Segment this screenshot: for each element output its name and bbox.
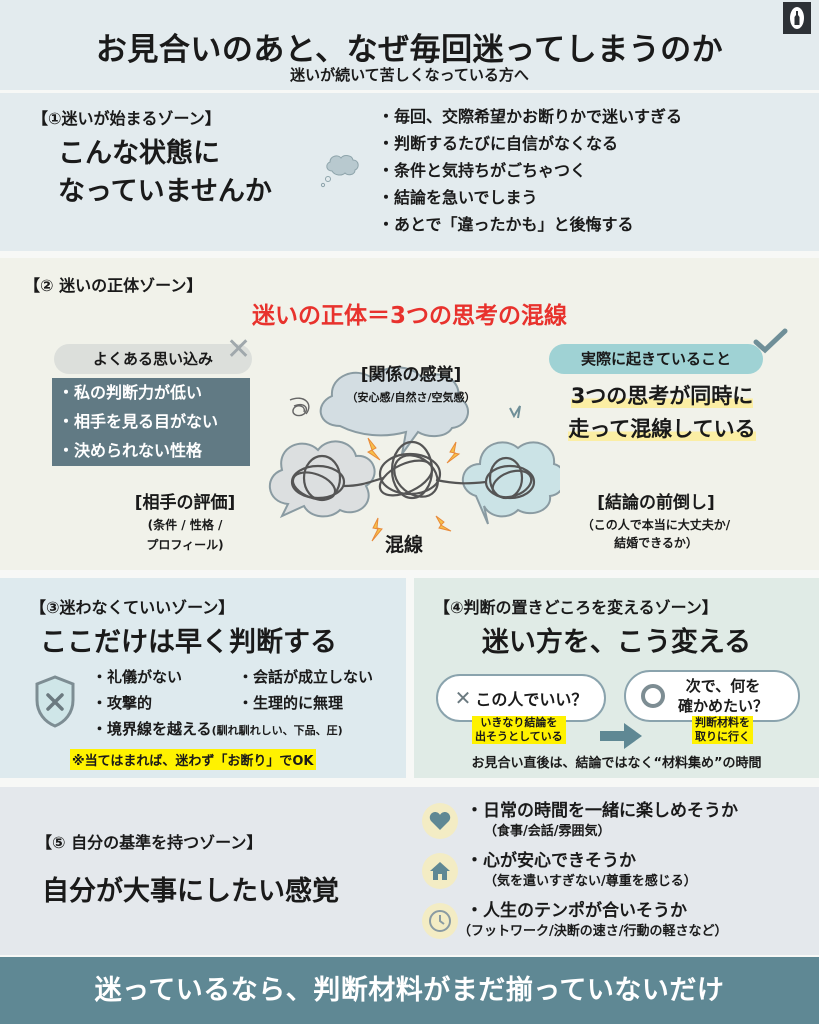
- zone-4-label: 【④判断の置きどころを変えるゾーン】: [434, 598, 718, 617]
- zone-2-label: 【② 迷いの正体ゾーン】: [24, 276, 203, 295]
- before-note-line-1: いきなり結論を: [480, 716, 558, 729]
- criteria-sub: （フットワーク/決断の速さ/行動の軽さなど）: [458, 924, 728, 939]
- list-item: ・心が安心できそうか （気を遣いすぎない/尊重を感じる）: [422, 849, 738, 899]
- after-question-line-2: 確かめたい？: [678, 697, 769, 715]
- headline-line-1: こんな状態に: [58, 138, 220, 169]
- before-question-text: この人でいい？: [475, 690, 588, 709]
- page-title: お見合いのあと、なぜ毎回迷ってしまうのか: [95, 32, 724, 68]
- x-mark-icon: ✕: [226, 332, 252, 367]
- page-subtitle: 迷いが続いて苦しくなっている方へ: [290, 66, 529, 84]
- shield-x-icon: [35, 675, 75, 728]
- list-item: ・条件と気持ちがごちゃつく: [378, 161, 587, 180]
- list-item: ・結論を急いでしまう: [378, 188, 538, 207]
- personal-criteria-list: ・日常の時間を一緒に楽しめそうか （食事/会話/雰囲気） ・心が安心できそうか …: [422, 799, 738, 949]
- x-mark-icon: ✕: [454, 686, 472, 710]
- crossed-wires-label: 混線: [385, 534, 424, 556]
- zone-1-label: 【①迷いが始まるゾーン】: [32, 109, 221, 128]
- home-icon: [422, 853, 458, 889]
- after-note: 判断材料を 取りに行く: [692, 716, 753, 744]
- list-item: ・礼儀がない: [92, 668, 183, 686]
- list-item: ・決められない性格: [58, 441, 203, 460]
- circle-icon: [641, 684, 665, 708]
- criteria-sub: （食事/会話/雰囲気）: [484, 824, 611, 839]
- criteria-title: ・心が安心できそうか: [466, 851, 636, 871]
- before-note: いきなり結論を 出そうとしている: [472, 716, 566, 744]
- list-item: ・あとで「違ったかも」と後悔する: [378, 215, 634, 234]
- zone-1-headline: こんな状態に なっていませんか: [58, 135, 272, 211]
- check-mark-icon: [753, 328, 788, 354]
- list-item: ・攻撃的: [92, 694, 153, 712]
- conclusion-title: [結論の前倒し]: [597, 493, 715, 513]
- before-question-pill: ✕ この人でいい？: [436, 674, 606, 722]
- thought-cloud-icon: [320, 155, 359, 188]
- zone-5-headline: 自分が大事にしたい感覚: [42, 876, 339, 907]
- partner-sub-1: (条件 / 性格 /: [147, 518, 223, 532]
- reality-pill: 実際に起きていること: [549, 344, 763, 374]
- partner-sub-2: プロフィール): [146, 538, 224, 552]
- partner-evaluation-label: [相手の評価] (条件 / 性格 / プロフィール): [110, 488, 260, 555]
- zone-5: 【⑤ 自分の基準を持つゾーン】 自分が大事にしたい感覚 ・日常の時間を一緒に楽し…: [0, 787, 819, 955]
- list-item: ・境界線を越える(馴れ馴れしい、下品、圧): [92, 716, 343, 744]
- list-item: ・生理的に無理: [238, 694, 344, 712]
- heart-icon: [422, 803, 458, 839]
- list-item: ・判断するたびに自信がなくなる: [378, 134, 619, 153]
- reality-statement: 3つの思考が同時に 走って混線している: [544, 380, 780, 446]
- bottle-icon: [783, 2, 811, 34]
- boundary-note: (馴れ馴れしい、下品、圧): [211, 724, 343, 737]
- myth-pill: よくある思い込み: [54, 344, 252, 374]
- list-item: ・会話が成立しない: [238, 668, 374, 686]
- after-question-pill: 次で、何を 確かめたい？: [624, 670, 800, 722]
- list-item: ・私の判断力が低い: [58, 383, 203, 402]
- footer-banner: 迷っているなら、判断材料がまだ揃っていないだけ: [0, 957, 819, 1024]
- before-note-line-2: 出そうとしている: [475, 730, 563, 743]
- headline-line-2: なっていませんか: [58, 176, 272, 207]
- zone-2-headline: 迷いの正体＝3つの思考の混線: [251, 303, 567, 329]
- zone-5-label: 【⑤ 自分の基準を持つゾーン】: [36, 833, 263, 852]
- criteria-title: ・日常の時間を一緒に楽しめそうか: [466, 801, 738, 821]
- zone-2: 【② 迷いの正体ゾーン】 迷いの正体＝3つの思考の混線 よくある思い込み ✕ ・…: [0, 258, 819, 570]
- list-item: ・人生のテンポが合いそうか （フットワーク/決断の速さ/行動の軽さなど）: [422, 899, 738, 949]
- decline-criteria-list: ・礼儀がない ・会話が成立しない ・攻撃的 ・生理的に無理 ・境界線を越える(馴…: [92, 664, 373, 744]
- boundary-item: ・境界線を越える: [92, 720, 212, 738]
- zone-3-headline: ここだけは早く判断する: [40, 627, 337, 658]
- myth-list: ・私の判断力が低い ・相手を見る目がない ・決められない性格: [52, 378, 250, 466]
- relation-sense-cloud: [関係の感覚] （安心感/自然さ/空気感）: [316, 360, 506, 405]
- zone-4-headline: 迷い方を、こう変える: [481, 627, 752, 658]
- header: お見合いのあと、なぜ毎回迷ってしまうのか 迷いが続いて苦しくなっている方へ: [0, 0, 819, 90]
- relation-title: [関係の感覚]: [360, 365, 462, 385]
- list-item: ・毎回、交際希望かお断りかで迷いすぎる: [378, 107, 683, 126]
- premature-conclusion-label: [結論の前倒し] （この人で本当に大丈夫か/ 結婚できるか）: [556, 488, 756, 552]
- arrow-right-icon: [600, 723, 642, 749]
- zone-1: 【①迷いが始まるゾーン】 こんな状態に なっていませんか ・毎回、交際希望かお断…: [0, 93, 819, 251]
- partner-title: [相手の評価]: [134, 493, 236, 513]
- conclusion-sub-2: 結婚できるか）: [614, 536, 698, 550]
- zone-4: 【④判断の置きどころを変えるゾーン】 迷い方を、こう変える ✕ この人でいい？ …: [414, 578, 819, 778]
- tangled-thoughts-illustration: [268, 366, 560, 542]
- list-item: ・相手を見る目がない: [58, 412, 219, 431]
- zone-4-footer-note: お見合い直後は、結論ではなく“材料集め”の時間: [471, 756, 762, 771]
- criteria-sub: （気を遣いすぎない/尊重を感じる）: [484, 874, 697, 889]
- zone-3-label: 【③迷わなくていいゾーン】: [30, 598, 235, 617]
- list-item: ・日常の時間を一緒に楽しめそうか （食事/会話/雰囲気）: [422, 799, 738, 849]
- decline-ok-note: ※当てはまれば、迷わず「お断り」でOK: [70, 749, 316, 770]
- criteria-title: ・人生のテンポが合いそうか: [466, 901, 687, 921]
- after-note-line-2: 取りに行く: [695, 730, 750, 743]
- zone-1-bullet-list: ・毎回、交際希望かお断りかで迷いすぎる ・判断するたびに自信がなくなる ・条件と…: [378, 103, 682, 238]
- zone-3: 【③迷わなくていいゾーン】 ここだけは早く判断する ・礼儀がない ・会話が成立し…: [0, 578, 406, 778]
- reality-line-1: 3つの思考が同時に: [570, 384, 754, 408]
- reality-line-2: 走って混線している: [568, 417, 756, 441]
- conclusion-sub-1: （この人で本当に大丈夫か/: [581, 518, 731, 532]
- relation-sub: （安心感/自然さ/空気感）: [346, 391, 476, 404]
- after-question-line-1: 次で、何を: [685, 677, 761, 695]
- after-note-line-1: 判断材料を: [695, 716, 750, 729]
- clock-icon: [422, 903, 458, 939]
